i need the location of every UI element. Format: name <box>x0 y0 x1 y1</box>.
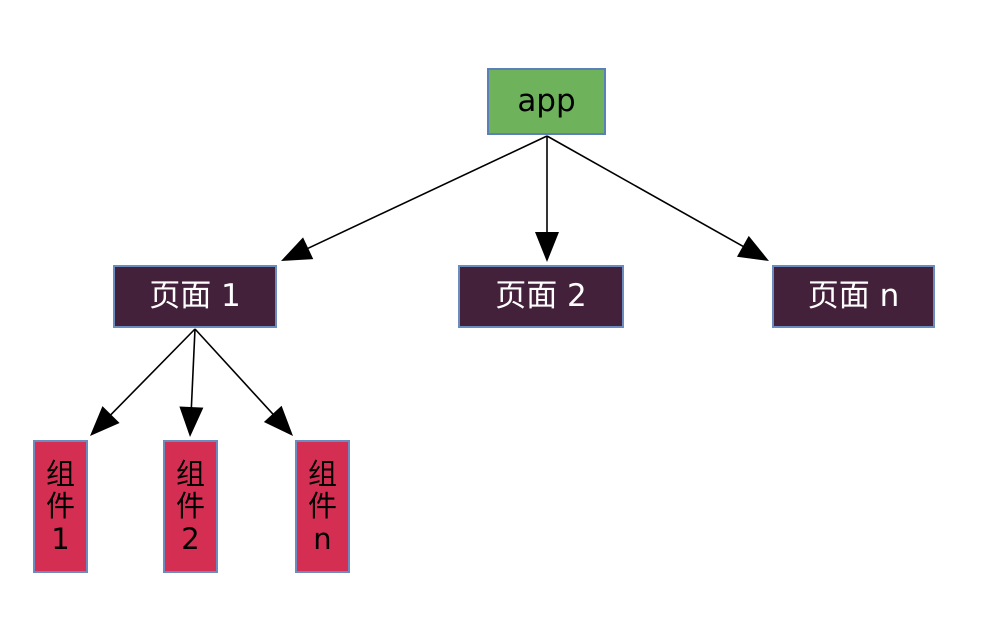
node-page-2-label: 页面 2 <box>495 278 587 315</box>
node-page-n-label: 页面 n <box>807 278 900 315</box>
node-component-2-label: 组件 2 <box>175 456 205 556</box>
node-component-1[interactable]: 组件 1 <box>33 440 88 573</box>
node-component-n-label: 组件 n <box>307 456 337 556</box>
node-app-label: app <box>517 83 576 120</box>
node-page-1-label: 页面 1 <box>149 278 241 315</box>
edge-line-app-pagen <box>546 135 749 250</box>
edge-line-page1-comp2 <box>190 328 196 414</box>
node-app[interactable]: app <box>487 68 606 135</box>
arrowhead-app-pagen <box>736 235 769 261</box>
arrowhead-page1-comp1 <box>90 406 120 436</box>
node-page-n[interactable]: 页面 n <box>772 265 935 328</box>
node-component-2[interactable]: 组件 2 <box>163 440 218 573</box>
edge-line-page1-comp1 <box>106 328 196 420</box>
node-component-1-label: 组件 1 <box>45 456 75 556</box>
node-page-2[interactable]: 页面 2 <box>458 265 624 328</box>
arrowhead-page1-compn <box>263 405 293 436</box>
arrowhead-app-page1 <box>281 237 314 261</box>
edge-line-app-page1 <box>302 135 548 252</box>
arrowhead-app-page2 <box>535 232 559 262</box>
edge-line-page1-compn <box>194 328 278 419</box>
arrowhead-page1-comp2 <box>179 406 204 437</box>
node-component-n[interactable]: 组件 n <box>295 440 350 573</box>
node-page-1[interactable]: 页面 1 <box>113 265 277 328</box>
